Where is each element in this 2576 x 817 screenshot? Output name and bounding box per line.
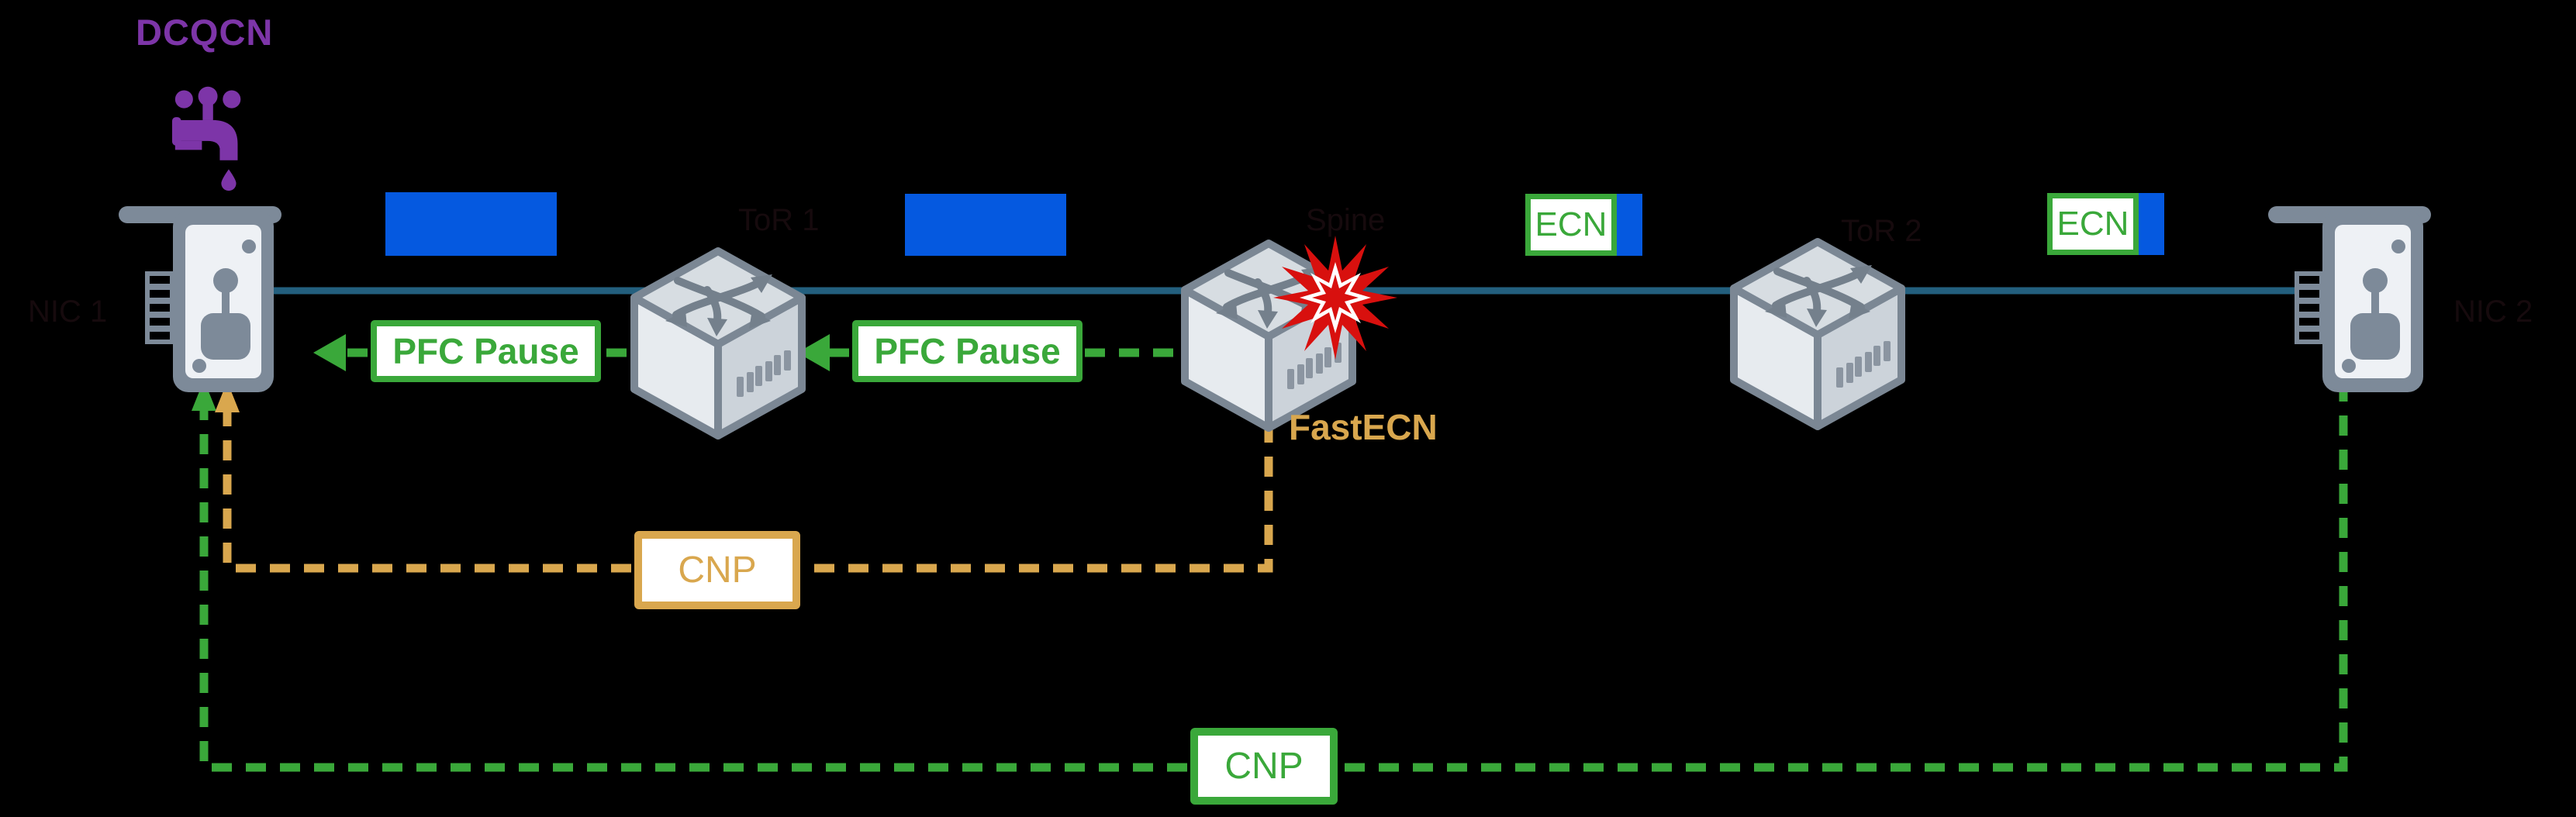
data-packet [905,194,1066,256]
data-packet [385,192,557,256]
cnp-dcqcn-path [199,381,2348,772]
ecn-marked-packet: ECN [1525,194,1642,256]
switch-spine-label: Spine [1306,203,1386,237]
ecn-mark: ECN [2047,193,2139,255]
ecn-marked-packet: ECN [2047,193,2164,255]
dcqcn-label: DCQCN [136,12,274,53]
fastecn-label: FastECN [1289,407,1438,447]
cnp-fastecn-box: CNP [634,531,800,609]
switch-cube-icon [1729,237,1906,433]
faucet-drip-icon [172,86,241,191]
switch-tor1-label: ToR 1 [738,203,820,237]
pfc-pause-box: PFC Pause [371,320,601,382]
pfc-pause-label: PFC Pause [874,331,1061,371]
packet-body [1617,194,1642,256]
packet-body [2139,193,2164,255]
cnp-dcqcn-box: CNP [1190,728,1338,805]
pfc-pause-2-arrowhead [797,334,830,371]
switch-tor2-label: ToR 2 [1841,214,1922,248]
nic-right-label: NIC 2 [2453,295,2533,329]
switch-cube-icon [630,246,806,442]
cnp-fastecn-arrowhead [215,381,240,412]
cnp-label: CNP [678,550,757,591]
ecn-mark-label: ECN [1535,205,1607,243]
ecn-mark-label: ECN [2056,205,2129,243]
nic-left-label: NIC 1 [28,295,108,329]
cnp-label: CNP [1224,746,1304,787]
cnp-dcqcn-arrowhead [192,380,216,411]
pfc-pause-label: PFC Pause [392,331,579,371]
pfc-pause-1-arrowhead [313,334,346,371]
pfc-pause-box: PFC Pause [852,320,1083,382]
nic-card-icon [119,206,283,394]
ecn-mark: ECN [1525,194,1617,256]
cnp-fastecn-path [223,400,1273,573]
collision-burst-icon [1273,236,1397,360]
nic-card-icon [2268,206,2433,394]
